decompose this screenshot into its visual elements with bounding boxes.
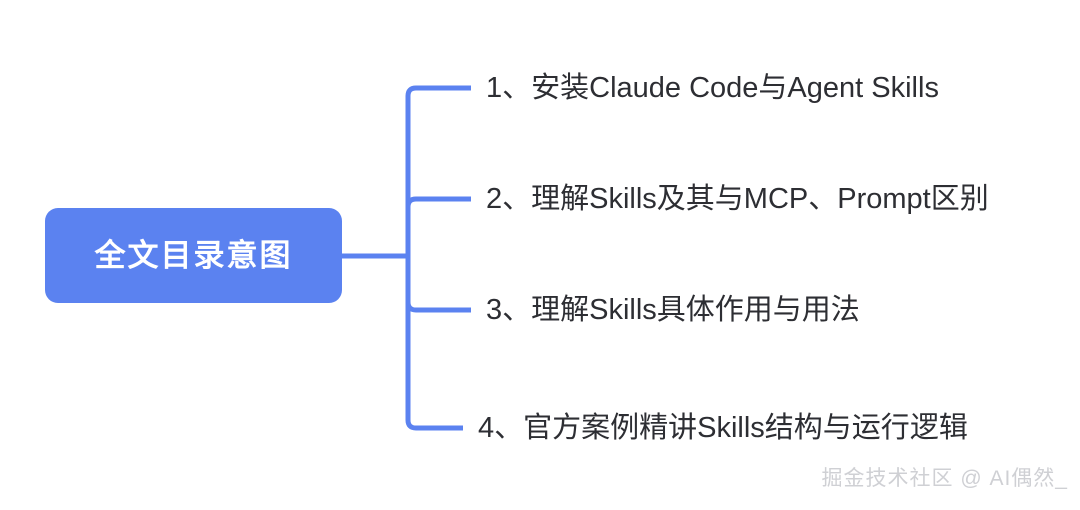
connector-branch-4 xyxy=(405,419,463,431)
branch-item-1[interactable]: 1、安装Claude Code与Agent Skills xyxy=(486,71,939,105)
root-node-label: 全文目录意图 xyxy=(94,238,293,273)
branch-item-2[interactable]: 2、理解Skills及其与MCP、Prompt区别 xyxy=(486,182,989,216)
connector-branch-1 xyxy=(405,85,471,97)
branch-item-3-label: 理解Skills具体作用与用法 xyxy=(531,294,860,326)
branch-item-3-number: 3、 xyxy=(486,294,532,326)
branch-item-2-label: 理解Skills及其与MCP、Prompt区别 xyxy=(531,183,989,215)
connector-branch-3 xyxy=(405,301,471,313)
branch-item-4-number: 4、 xyxy=(478,412,524,444)
branch-item-1-number: 1、 xyxy=(486,72,532,104)
watermark: 掘金技术社区 @ AI偶然_ xyxy=(821,467,1068,490)
root-node[interactable]: 全文目录意图 xyxy=(45,208,342,303)
connector-branch-2 xyxy=(405,196,471,208)
branch-item-3[interactable]: 3、理解Skills具体作用与用法 xyxy=(486,293,860,327)
branch-item-2-number: 2、 xyxy=(486,183,532,215)
branch-item-4-label: 官方案例精讲Skills结构与运行逻辑 xyxy=(523,412,968,444)
branch-item-4[interactable]: 4、官方案例精讲Skills结构与运行逻辑 xyxy=(478,411,968,445)
branch-item-1-label: 安装Claude Code与Agent Skills xyxy=(531,72,939,104)
